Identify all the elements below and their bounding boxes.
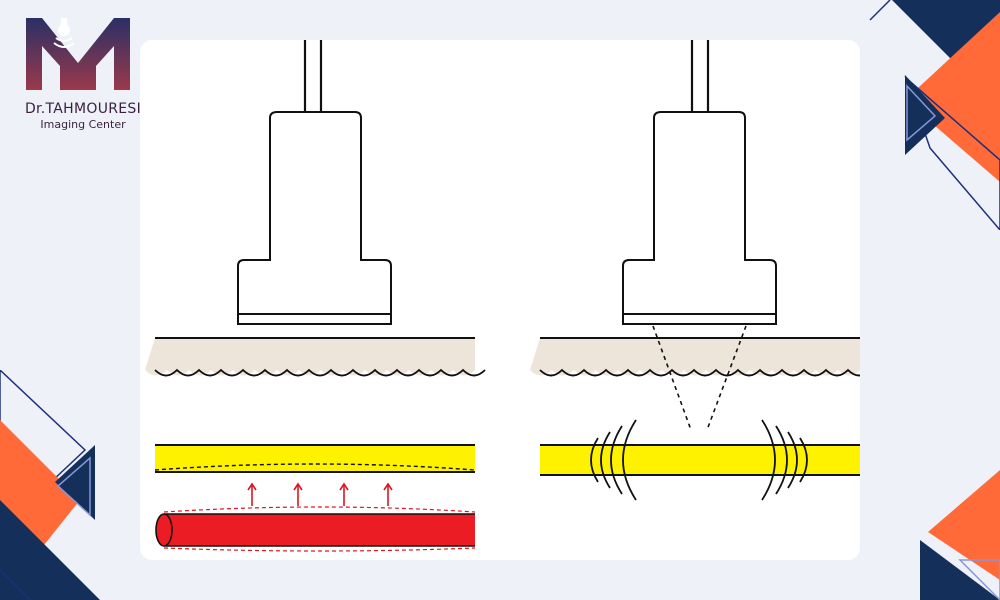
focused-beam — [652, 325, 747, 431]
left-skin-layer — [145, 338, 475, 376]
right-tendon — [540, 445, 860, 475]
right-skin-layer — [530, 338, 860, 376]
arrow-up-icon — [339, 482, 349, 506]
right-panel — [530, 40, 860, 501]
left-panel — [145, 40, 486, 552]
pressure-arrows — [247, 482, 393, 506]
wave-arcs-left — [590, 419, 637, 501]
left-probe-cable — [303, 40, 323, 112]
left-probe — [237, 111, 392, 325]
corner-decoration-bottom-right — [920, 470, 1000, 600]
logo: Dr.TAHMOURESI Imaging Center — [8, 8, 158, 131]
corner-decoration-bottom-left — [0, 370, 100, 600]
arrow-up-icon — [293, 482, 303, 506]
right-probe — [622, 111, 777, 325]
diagram-card — [140, 40, 860, 560]
left-blood-vessel — [155, 506, 476, 552]
arrow-up-icon — [247, 482, 257, 506]
logo-name: Dr.TAHMOURESI — [24, 101, 142, 117]
logo-mark-icon — [26, 18, 130, 90]
logo-subtitle: Imaging Center — [40, 118, 126, 131]
corner-decoration-top-right — [869, 0, 1000, 230]
left-tendon — [155, 445, 475, 472]
right-probe-cable — [690, 40, 710, 112]
arrow-up-icon — [383, 482, 393, 506]
ultrasound-diagram — [145, 40, 860, 552]
wave-arcs-right — [761, 419, 808, 501]
